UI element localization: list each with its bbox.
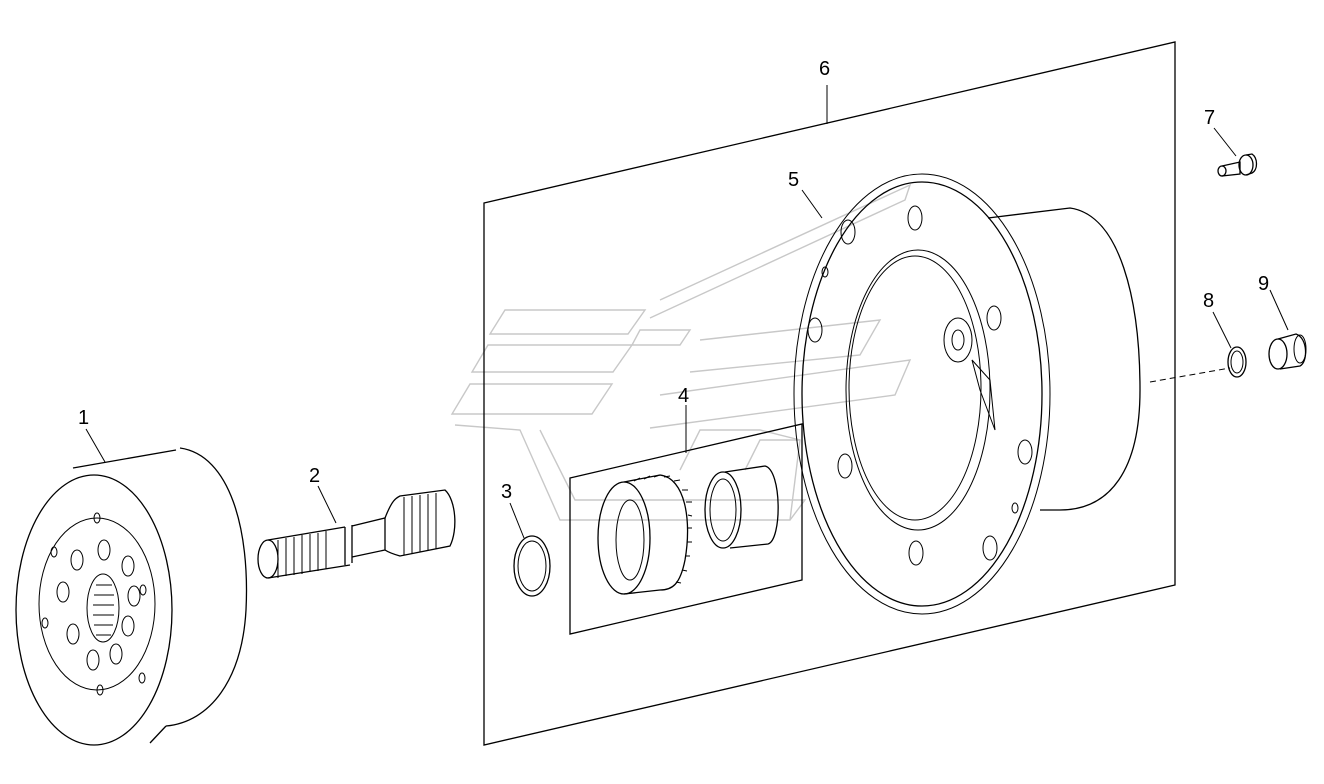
callout-8: 8	[1203, 290, 1214, 312]
callout-7: 7	[1204, 107, 1215, 129]
part-2-splined-shaft	[257, 485, 456, 579]
callout-1: 1	[78, 407, 89, 429]
callout-2: 2	[309, 465, 320, 487]
part-6-kit-frame	[483, 41, 1176, 746]
part-1-motor-hub	[15, 428, 248, 746]
callout-4: 4	[678, 385, 689, 407]
callout-6: 6	[819, 58, 830, 80]
callout-5: 5	[788, 169, 799, 191]
part-8-washer	[1212, 311, 1247, 378]
part-7-bolt	[1213, 127, 1258, 177]
part-4-kit-frame	[569, 405, 803, 635]
callout-3: 3	[501, 481, 512, 503]
callout-labels: 1 2 3 4 5 6 7 8 9	[78, 58, 1269, 503]
part-9-plug	[1268, 289, 1307, 370]
part-3-snap-ring	[509, 502, 551, 597]
part-4-gear-and-bearing	[597, 465, 779, 595]
watermark-logo	[450, 183, 912, 521]
part-5-housing	[793, 173, 1231, 615]
callout-9: 9	[1258, 273, 1269, 295]
